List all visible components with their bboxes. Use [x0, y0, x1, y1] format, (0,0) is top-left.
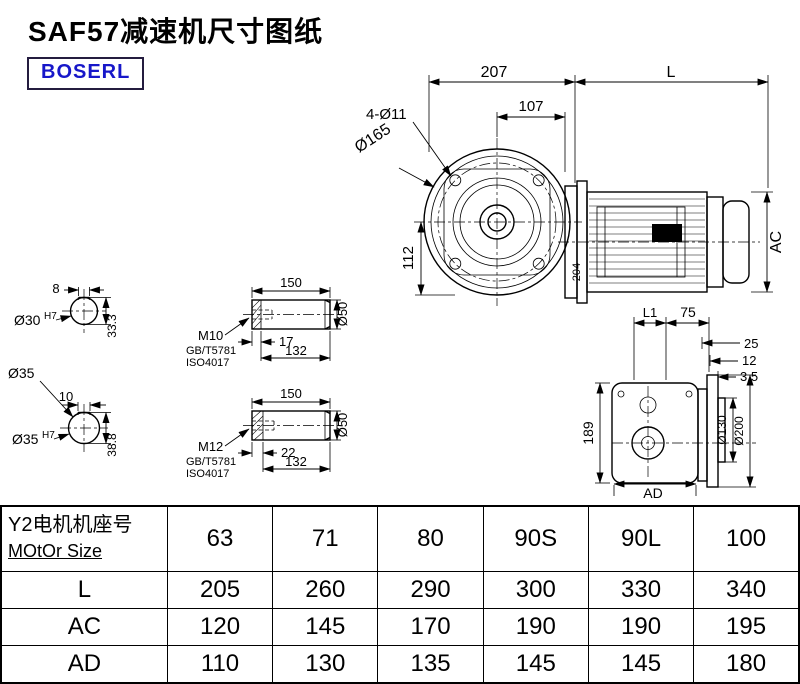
bolt-hole — [532, 174, 545, 187]
motor-side-profile: 204 — [558, 180, 760, 304]
motor-size-value: 90S — [482, 505, 589, 573]
dim-132: 132 — [285, 343, 307, 358]
table-row-motor-size: Y2电机机座号 MOtOr Size 63 71 80 90S 90L 100 — [0, 505, 800, 573]
standard-gb: GB/T5781 — [186, 456, 236, 468]
value-AC: 190 — [587, 608, 695, 646]
dim-38-8: 38.8 — [105, 433, 119, 457]
shaft-detail-m12: 150 M12 GB/T5781 ISO4017 22 — [186, 386, 350, 480]
value-AC: 120 — [166, 608, 274, 646]
table-row-L: L 205 260 290 300 330 340 — [0, 571, 800, 609]
label-dia-35: Ø35 — [8, 365, 35, 381]
dim-L1: L1 — [643, 305, 657, 320]
dim-189: 189 — [580, 421, 596, 445]
motor-size-label-cn: Y2电机机座号 — [8, 514, 133, 537]
motor-size-value: 100 — [693, 505, 800, 573]
dim-dia-50: Ø50 — [335, 413, 350, 438]
side-view-dimensions: L1 75 25 12 3.5 189 Ø130 Ø200 — [580, 304, 758, 501]
output-flange-front-view — [414, 138, 582, 306]
dim-AC: AC — [768, 231, 785, 253]
dim-150: 150 — [280, 275, 302, 290]
standard-iso: ISO4017 — [186, 357, 229, 369]
value-L: 290 — [377, 571, 484, 609]
value-AC: 195 — [693, 608, 800, 646]
dim-dia-35-tolerance: H7 — [42, 430, 55, 441]
motor-winding-block — [652, 224, 682, 242]
table-row-AD: AD 110 130 135 145 145 180 — [0, 644, 800, 684]
value-AD: 180 — [693, 644, 800, 684]
dimension-drawing: 204 207 L 107 4-Ø11 Ø165 112 AC — [8, 64, 785, 501]
table-row-AC: AC 120 145 170 190 190 195 — [0, 608, 800, 646]
dim-dia-30: Ø30 — [14, 312, 41, 328]
label-flange-dia: Ø165 — [352, 121, 394, 157]
standard-gb: GB/T5781 — [186, 345, 236, 357]
value-AC: 190 — [482, 608, 589, 646]
dim-132: 132 — [285, 454, 307, 469]
page-title: SAF57减速机尺寸图纸 — [28, 16, 324, 47]
value-AD: 145 — [587, 644, 695, 684]
standard-iso: ISO4017 — [186, 468, 229, 480]
dim-10: 10 — [59, 389, 73, 404]
dim-dia-30-tolerance: H7 — [44, 311, 57, 322]
dim-107: 107 — [518, 98, 543, 115]
dim-8: 8 — [52, 281, 59, 296]
dimension-table: Y2电机机座号 MOtOr Size 63 71 80 90S 90L 100 … — [0, 505, 800, 684]
row-label-L: L — [0, 571, 168, 609]
motor-size-value: 90L — [587, 505, 695, 573]
bolt-hole — [449, 174, 462, 187]
dim-25: 25 — [744, 336, 758, 351]
motor-size-label-en: MOtOr Size — [8, 541, 103, 562]
dim-AD: AD — [643, 485, 662, 501]
value-L: 340 — [693, 571, 800, 609]
row-label-AD: AD — [0, 644, 168, 684]
shaft-cross-section-35: 10 Ø35 Ø35 H7 38.8 — [8, 365, 119, 457]
dim-3-5: 3.5 — [740, 369, 758, 384]
value-L: 205 — [166, 571, 274, 609]
dim-112: 112 — [400, 246, 417, 270]
dim-dia-50: Ø50 — [335, 302, 350, 327]
value-L: 260 — [272, 571, 379, 609]
dim-17: 17 — [279, 334, 293, 349]
value-L: 300 — [482, 571, 589, 609]
dim-150: 150 — [280, 386, 302, 401]
motor-size-value: 71 — [272, 505, 379, 573]
bolt-hole — [449, 257, 462, 270]
boserl-logo-text: BOSERL — [41, 61, 131, 83]
dim-75: 75 — [680, 304, 696, 320]
boserl-logo: BOSERL — [27, 57, 145, 90]
value-AC: 170 — [377, 608, 484, 646]
main-view-dimensions: 207 L 107 4-Ø11 Ø165 112 AC — [352, 64, 785, 296]
value-AD: 135 — [377, 644, 484, 684]
dim-33-3: 33.3 — [105, 314, 119, 338]
motor-size-header-cell: Y2电机机座号 MOtOr Size — [0, 505, 168, 573]
motor-size-value: 80 — [377, 505, 484, 573]
row-label-AC: AC — [0, 608, 168, 646]
dim-204: 204 — [571, 263, 583, 281]
value-AD: 145 — [482, 644, 589, 684]
dim-12: 12 — [742, 353, 756, 368]
dim-L: L — [667, 64, 676, 81]
value-AD: 110 — [166, 644, 274, 684]
dim-dia-35: Ø35 — [12, 431, 39, 447]
dim-dia-200: Ø200 — [732, 416, 746, 446]
thread-callout-m12: M12 — [198, 439, 223, 454]
value-AD: 130 — [272, 644, 379, 684]
value-AC: 145 — [272, 608, 379, 646]
thread-callout-m10: M10 — [198, 328, 223, 343]
label-bolt-holes: 4-Ø11 — [366, 106, 407, 123]
bolt-hole — [532, 257, 545, 270]
dim-22: 22 — [281, 445, 295, 460]
dim-207: 207 — [481, 64, 508, 81]
shaft-detail-m10: 150 M10 GB/T5781 ISO4017 17 — [186, 275, 350, 369]
shaft-cross-section-30: 8 Ø30 H7 33.3 — [14, 281, 119, 338]
value-L: 330 — [587, 571, 695, 609]
dim-dia-130: Ø130 — [715, 415, 729, 445]
gearbox-side-view — [611, 374, 756, 488]
motor-size-value: 63 — [166, 505, 274, 573]
